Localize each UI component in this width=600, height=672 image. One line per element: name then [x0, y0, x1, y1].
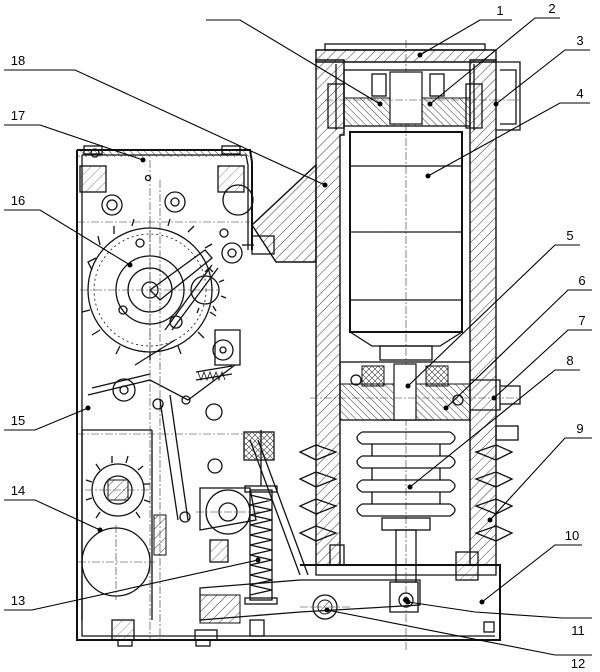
callout-13: 13	[11, 593, 25, 608]
drive-motor	[78, 429, 167, 620]
linkage-levers	[87, 329, 241, 521]
housing-rivets	[101, 174, 254, 315]
flexible-bellows	[356, 419, 456, 583]
callout-1: 1	[496, 3, 503, 18]
callout-17: 17	[11, 108, 25, 123]
leader-lines	[4, 17, 592, 656]
callout-5: 5	[566, 228, 573, 243]
callout-10: 10	[565, 528, 579, 543]
callout-9: 9	[576, 421, 583, 436]
output-crank	[179, 458, 262, 563]
callout-12: 12	[571, 656, 585, 671]
callout-16: 16	[11, 193, 25, 208]
callout-labels: 1 2 3 4 5 6 7 8 9 10 11 12 13 14 15 16 1…	[11, 1, 586, 671]
main-shaft	[300, 594, 350, 620]
base-plate	[111, 579, 495, 647]
callout-7: 7	[578, 313, 585, 328]
insulator-sheds	[298, 444, 514, 542]
callout-2: 2	[548, 1, 555, 16]
callout-15: 15	[11, 413, 25, 428]
callout-14: 14	[11, 483, 25, 498]
callout-8: 8	[566, 353, 573, 368]
lower-ratchet	[85, 455, 152, 519]
callout-6: 6	[578, 273, 585, 288]
closing-gear-wheel	[80, 218, 227, 360]
upper-terminal	[325, 61, 521, 131]
callout-18: 18	[11, 53, 25, 68]
callout-11: 11	[571, 623, 585, 638]
vacuum-interrupter	[349, 131, 463, 361]
insulating-lever	[389, 581, 419, 613]
callout-4: 4	[576, 86, 583, 101]
callout-3: 3	[576, 33, 583, 48]
pole-base-frame	[300, 544, 501, 640]
opening-spring	[243, 430, 309, 605]
